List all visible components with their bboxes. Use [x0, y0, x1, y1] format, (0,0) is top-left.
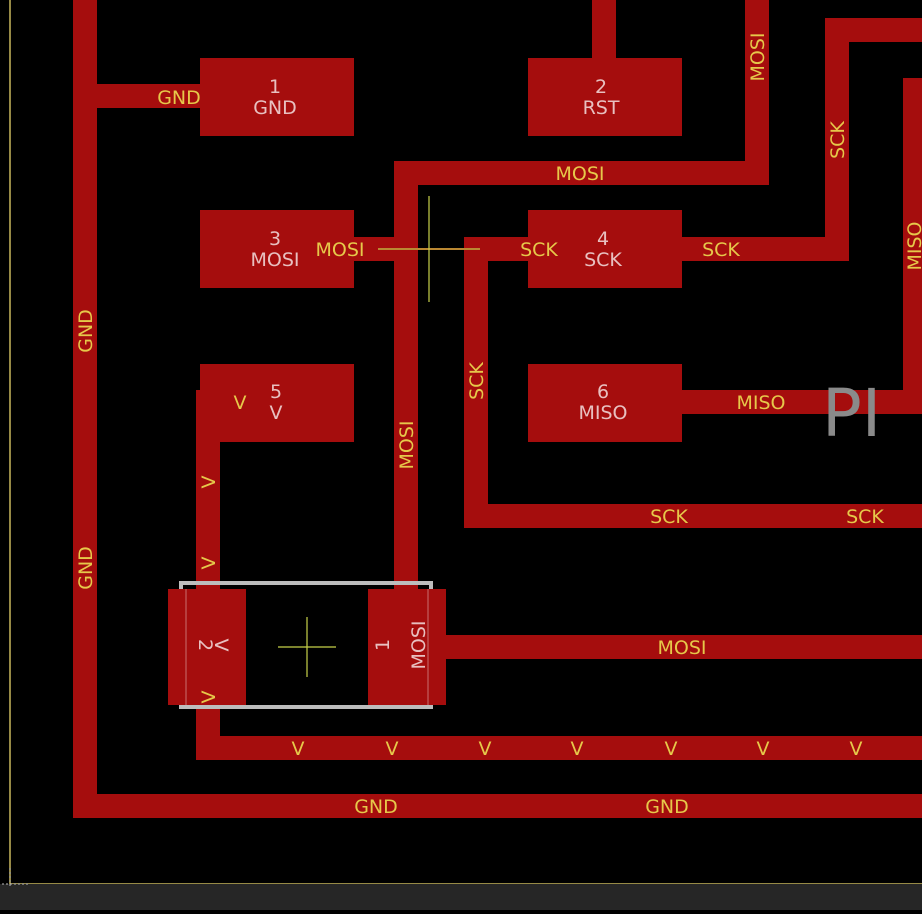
net-labels: GND GND GND GND GND MOSI MOSI MOSI MOSI …	[75, 32, 922, 818]
status-bar	[0, 884, 922, 910]
net-label-gnd-1: GND	[157, 87, 201, 109]
net-label-v-5: V	[292, 738, 305, 760]
pad-3[interactable]	[200, 210, 354, 288]
net-label-sck-2: SCK	[520, 239, 558, 261]
net-label-sck-6: SCK	[846, 506, 884, 528]
smd-pad-labels: 2 V 1 MOSI	[194, 620, 430, 669]
net-label-gnd-2: GND	[75, 309, 97, 353]
smd-pad-1-name: MOSI	[408, 620, 430, 669]
net-label-sck-4: SCK	[466, 362, 488, 400]
pad-2[interactable]	[528, 58, 682, 136]
smd-pad-2[interactable]	[168, 589, 246, 705]
pad-6[interactable]	[528, 364, 682, 442]
smd-pad-2-number: 2	[194, 639, 216, 651]
net-label-v-7: V	[479, 738, 492, 760]
smd-pad-1[interactable]	[368, 589, 446, 705]
smd-pad-1-number: 1	[372, 639, 394, 651]
net-label-sck-1: SCK	[827, 121, 849, 159]
trace-miso[interactable]	[658, 78, 922, 414]
pad-1[interactable]	[200, 58, 354, 136]
net-label-v-9: V	[665, 738, 678, 760]
pad-2-number: 2	[595, 76, 607, 98]
net-label-v-11: V	[850, 738, 863, 760]
pad-5-name: V	[270, 402, 283, 424]
trace-v-bottom[interactable]	[196, 678, 922, 760]
net-label-v-8: V	[571, 738, 584, 760]
pad-4[interactable]	[528, 210, 682, 288]
net-label-mosi-4: MOSI	[396, 420, 418, 469]
net-label-v-6: V	[386, 738, 399, 760]
pad-1-name: GND	[253, 97, 297, 119]
net-label-v-4: V	[198, 691, 220, 704]
net-label-gnd-5: GND	[645, 796, 689, 818]
trace-mosi-top[interactable]	[394, 0, 769, 607]
net-label-mosi-3: MOSI	[315, 239, 364, 261]
pad-3-name: MOSI	[250, 249, 299, 271]
pad-5[interactable]	[200, 364, 354, 442]
net-label-miso-1: MISO	[736, 392, 785, 414]
net-label-gnd-4: GND	[354, 796, 398, 818]
net-label-mosi-2: MOSI	[555, 163, 604, 185]
pad-6-number: 6	[597, 381, 609, 403]
net-label-v-1: V	[234, 392, 247, 414]
pad-5-number: 5	[270, 381, 282, 403]
trace-gnd-main[interactable]	[73, 0, 922, 818]
header-pads	[200, 58, 682, 442]
net-label-miso-2: MISO	[904, 221, 922, 270]
net-label-v-10: V	[757, 738, 770, 760]
pad-6-name: MISO	[578, 402, 627, 424]
pad-4-name: SCK	[584, 249, 622, 271]
net-label-mosi-5: MOSI	[657, 637, 706, 659]
net-label-gnd-3: GND	[75, 546, 97, 590]
net-label-v-3: V	[198, 557, 220, 570]
pad-4-number: 4	[597, 228, 609, 250]
pad-2-name: RST	[583, 97, 620, 119]
origin-marker-icon	[2, 868, 28, 886]
pad-labels: 1 GND 2 RST 3 MOSI 4 SCK 5 V 6 MISO	[250, 76, 627, 424]
pad-1-number: 1	[269, 76, 281, 98]
silkscreen-text: PI	[822, 375, 881, 452]
pad-3-number: 3	[269, 228, 281, 250]
smd-pad-2-name: V	[210, 639, 232, 652]
net-label-sck-3: SCK	[702, 239, 740, 261]
net-label-v-2: V	[198, 476, 220, 489]
net-label-sck-5: SCK	[650, 506, 688, 528]
net-label-mosi-1: MOSI	[747, 32, 769, 81]
trace-sck-loop[interactable]	[464, 237, 922, 528]
trace-sck-top[interactable]	[658, 18, 922, 261]
